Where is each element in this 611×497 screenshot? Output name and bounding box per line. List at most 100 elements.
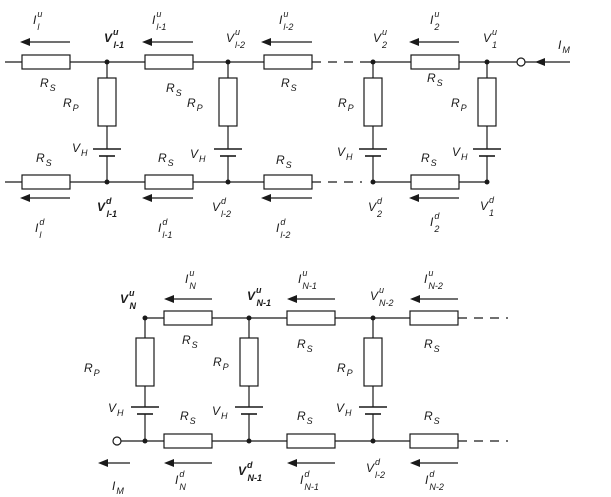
label: VH — [108, 401, 124, 418]
current-arrow — [98, 459, 130, 467]
label: RS — [424, 409, 440, 426]
label: RS — [36, 151, 52, 168]
resistor-rs — [163, 433, 213, 449]
branch — [214, 62, 242, 182]
current-arrow — [261, 194, 312, 202]
label: IM — [558, 38, 570, 55]
resistor-rs — [144, 54, 194, 70]
junction — [484, 179, 490, 185]
current-arrow — [164, 459, 212, 467]
branch — [359, 318, 387, 441]
label: RS — [297, 337, 313, 354]
label: RS — [281, 76, 297, 93]
branch — [131, 318, 159, 441]
current-arrow — [164, 295, 212, 303]
current-arrow — [261, 38, 312, 46]
branch — [359, 62, 387, 182]
label: RS — [276, 153, 292, 170]
resistor-rs — [21, 54, 71, 70]
resistor-rs — [263, 174, 313, 190]
bottom-circuit — [98, 295, 508, 467]
label: RP — [338, 96, 354, 113]
label: RS — [424, 337, 440, 354]
arrowhead — [535, 58, 545, 66]
junction — [225, 59, 231, 65]
junction — [246, 315, 252, 321]
input-terminal — [516, 57, 526, 67]
resistor-rs — [286, 310, 336, 326]
junction — [484, 59, 490, 65]
resistor-rs — [286, 433, 336, 449]
label: RS — [40, 76, 56, 93]
label: VH — [452, 145, 468, 162]
label: RP — [84, 361, 100, 378]
junction — [370, 59, 376, 65]
resistor-rs — [144, 174, 194, 190]
top-circuit — [5, 38, 570, 202]
current-arrow — [409, 38, 459, 46]
junction — [370, 179, 376, 185]
current-arrow — [287, 295, 335, 303]
current-arrow — [142, 194, 193, 202]
resistor-rs — [409, 433, 459, 449]
current-arrow — [20, 194, 70, 202]
junction — [370, 315, 376, 321]
label: RS — [182, 333, 198, 350]
label: VH — [72, 141, 88, 158]
junction — [104, 179, 110, 185]
resistor-rs — [21, 174, 71, 190]
junction — [142, 315, 148, 321]
output-terminal — [112, 436, 122, 446]
current-arrow — [287, 459, 335, 467]
label: RS — [180, 409, 196, 426]
junction — [225, 179, 231, 185]
label: RS — [421, 151, 437, 168]
current-arrow — [20, 38, 70, 46]
label: RS — [166, 81, 182, 98]
label: RS — [427, 71, 443, 88]
label: VH — [190, 147, 206, 164]
current-arrow — [409, 194, 459, 202]
branch — [93, 62, 121, 182]
branch — [473, 62, 501, 182]
resistor-rs — [410, 54, 460, 70]
label: RP — [213, 355, 229, 372]
label: RS — [297, 409, 313, 426]
current-arrow — [142, 38, 193, 46]
label: VH — [337, 145, 353, 162]
resistor-rs — [409, 310, 459, 326]
junction — [370, 438, 376, 444]
junction — [142, 438, 148, 444]
current-arrow — [410, 295, 458, 303]
label: RP — [337, 361, 353, 378]
label: IM — [112, 479, 124, 496]
junction — [104, 59, 110, 65]
label: RP — [63, 96, 79, 113]
